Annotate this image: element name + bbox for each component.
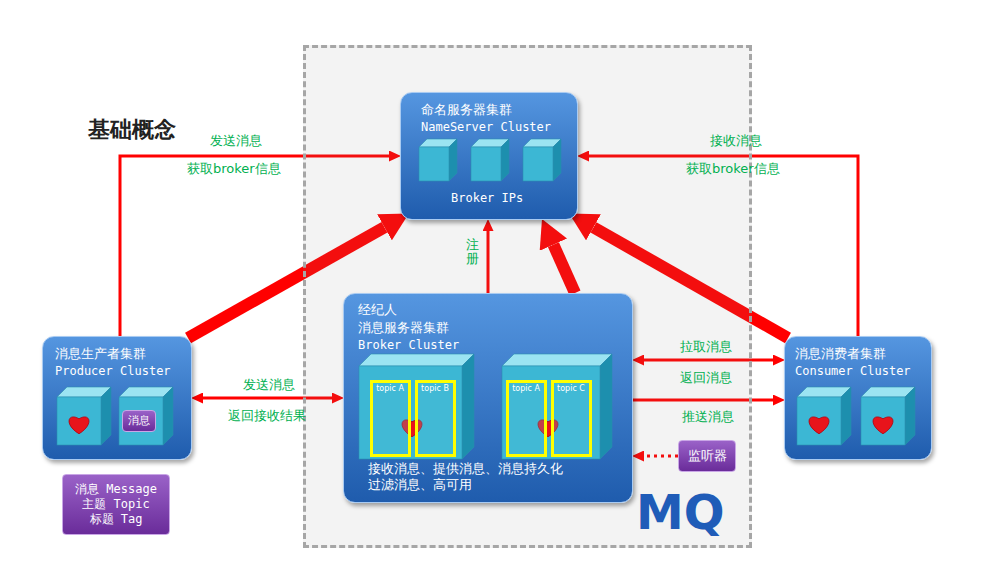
cube-icon [861, 387, 915, 445]
edge-label: 发送消息 [210, 133, 262, 149]
box-subheading: Broker Cluster [358, 338, 459, 353]
note-label: 返回接收结果 [228, 408, 306, 424]
box-subheading: Consumer Cluster [795, 364, 911, 379]
heart-icon [873, 417, 893, 434]
topic-label: topic A [375, 384, 405, 454]
box-label: 标题 Tag [90, 512, 143, 527]
cube-icon [502, 354, 612, 459]
topic-box: topic C [551, 380, 592, 457]
box-heading: 消息消费者集群 [795, 346, 886, 362]
consumer-box: 消息消费者集群 Consumer Cluster [784, 336, 932, 460]
cube-icon [523, 139, 561, 181]
topic-label: topic B [420, 384, 450, 454]
topic-box: topic A [506, 380, 547, 457]
topic-label: topic C [556, 384, 586, 454]
cube-icon [471, 139, 509, 181]
edge-label: 发送消息 [243, 377, 295, 393]
cube-icon [359, 354, 474, 459]
region-title: MQ [636, 488, 725, 536]
message-legend-box: 消息 Message主题 Topic标题 Tag [62, 474, 170, 535]
box-label: 消息 [128, 414, 150, 428]
box-heading: 消息生产者集群 [55, 346, 146, 362]
box-subheading: Producer Cluster [55, 364, 171, 379]
mq-region: MQ 命名服务器集群 NameServer ClusterBroker IPs 经纪人… [303, 45, 752, 548]
topic-box: topic B [415, 380, 456, 457]
producer-box: 消息生产者集群 Producer Cluster 消息 [42, 336, 192, 460]
box-body: Broker IPs [451, 191, 523, 206]
box-heading: 消息服务器集群 [358, 320, 449, 336]
cube-icon [797, 387, 851, 445]
box-body: 接收消息、提供消息、消息持久化 过滤消息、高可用 [368, 461, 613, 494]
box-subheading: NameServer Cluster [421, 120, 551, 135]
topic-box: topic A [370, 380, 411, 457]
broker-box: 经纪人消息服务器集群 Broker Cluster 接收消息、提供消息、消息持久化 … [343, 293, 633, 503]
box-heading: 命名服务器集群 [421, 102, 512, 118]
box-heading: 经纪人 [358, 302, 397, 318]
listener-box: 监听器 [678, 440, 736, 472]
note-label: 获取broker信息 [187, 161, 281, 177]
nameserver-box: 命名服务器集群 NameServer ClusterBroker IPs [400, 92, 578, 220]
cube-icon [57, 387, 111, 445]
box-label: 主题 Topic [82, 497, 149, 512]
message-chip: 消息 [122, 410, 156, 432]
topic-label: topic A [511, 384, 541, 454]
heart-icon [69, 417, 89, 434]
box-label: 监听器 [688, 448, 727, 464]
cube-icon [419, 139, 457, 181]
cube-icon [119, 387, 173, 445]
box-label: 消息 Message [75, 482, 157, 497]
diagram-title: 基础概念 [88, 116, 176, 144]
heart-icon [809, 417, 829, 434]
